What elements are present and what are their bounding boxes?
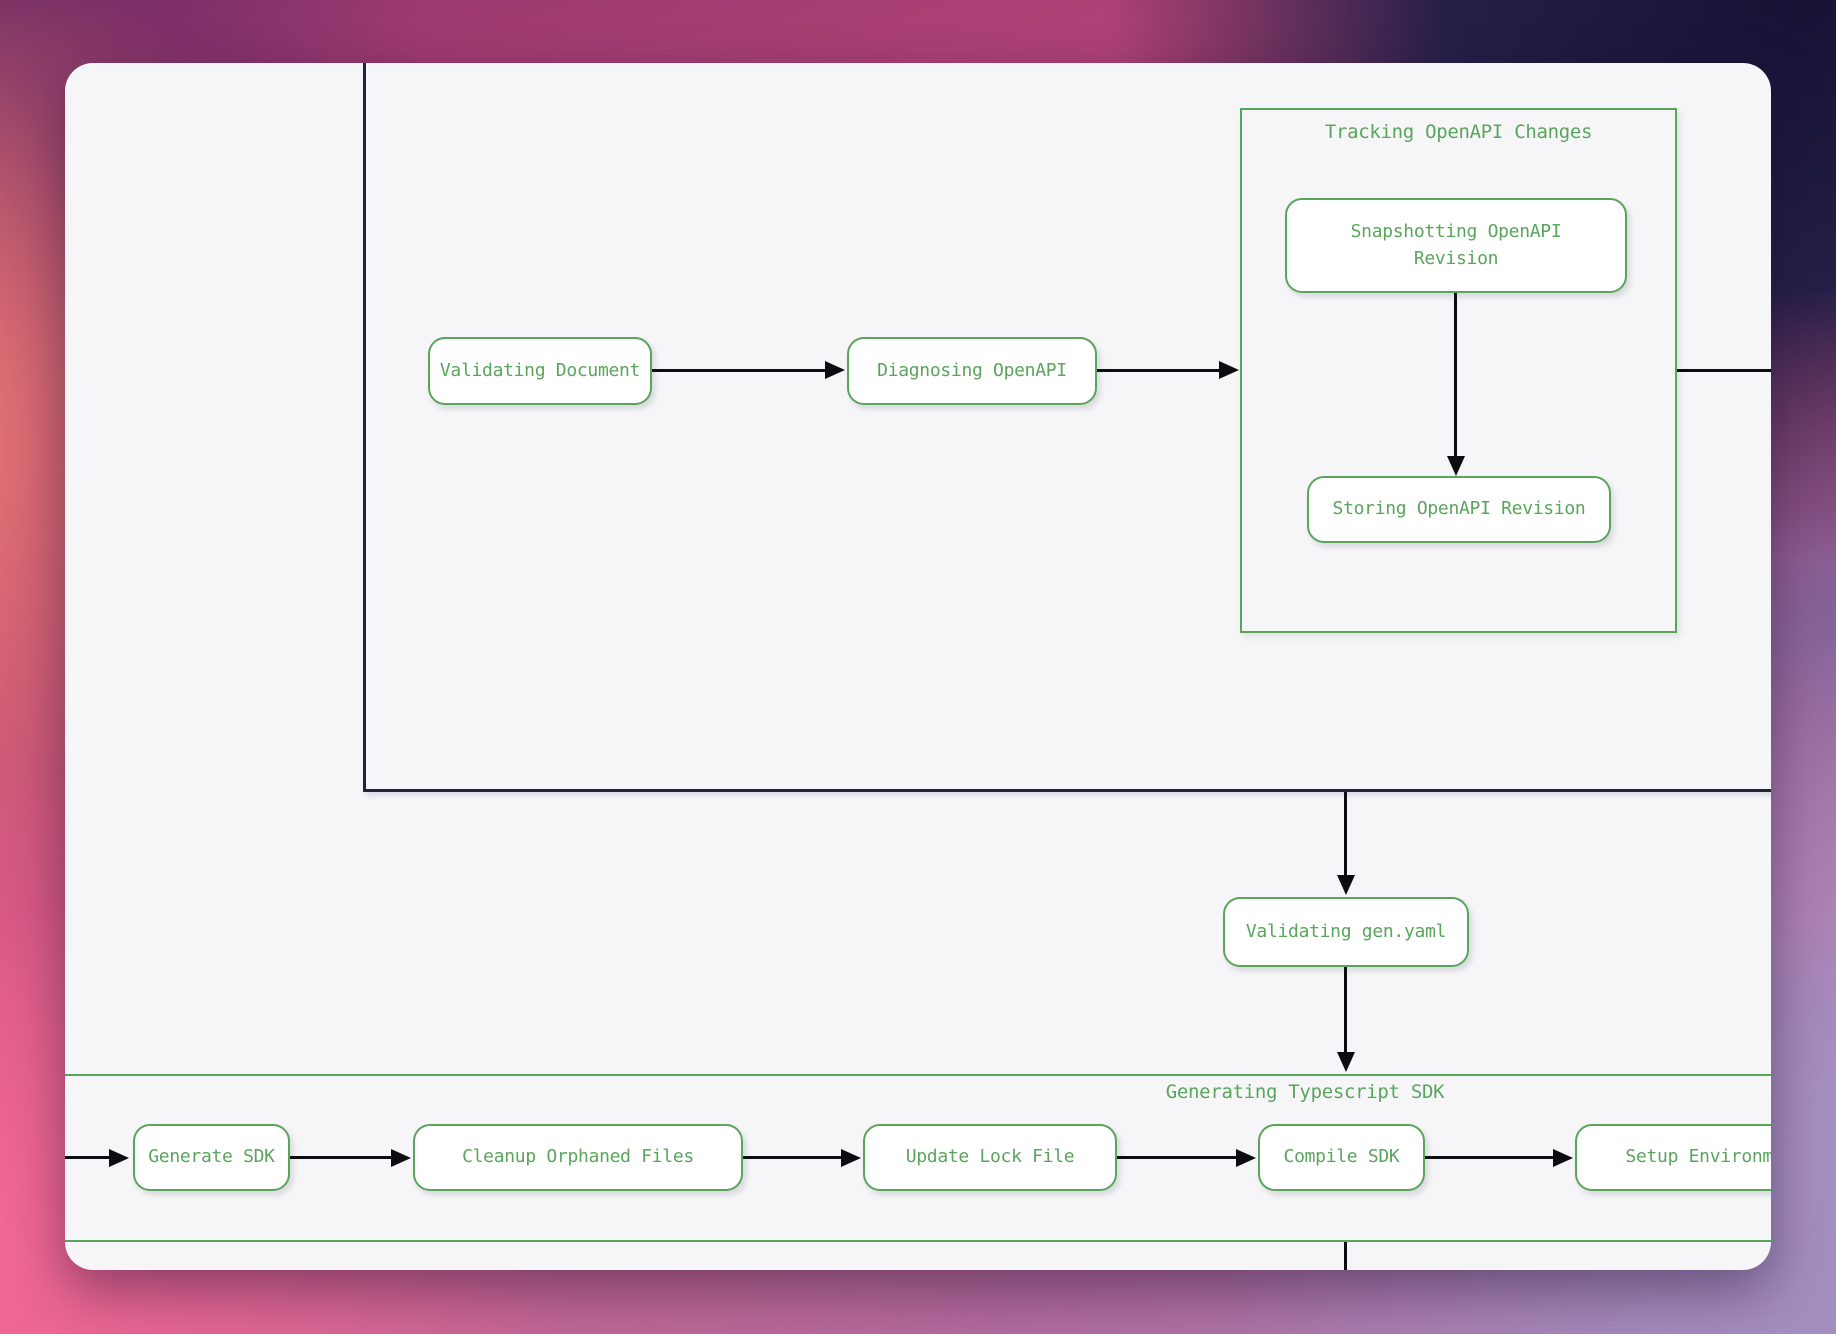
edge-cleanup-to-update	[743, 1156, 843, 1159]
arrowhead-entry-to-generate-sdk	[109, 1149, 129, 1167]
node-snapshotting-openapi-revision[interactable]: Snapshotting OpenAPI Revision	[1285, 198, 1627, 293]
edge-update-to-compile	[1117, 1156, 1238, 1159]
arrowhead-snapshotting-to-storing	[1447, 456, 1465, 476]
node-compile-sdk[interactable]: Compile SDK	[1258, 1124, 1425, 1191]
node-label: Generate SDK	[148, 1146, 275, 1168]
node-storing-openapi-revision[interactable]: Storing OpenAPI Revision	[1307, 476, 1611, 543]
group-title-tracking: Tracking OpenAPI Changes	[1324, 121, 1593, 143]
arrowhead-update-to-compile	[1236, 1149, 1256, 1167]
arrowhead-validating-to-diagnosing	[825, 361, 845, 379]
section-generating-typescript-sdk	[65, 1074, 1771, 1242]
node-label: Setup Environment	[1625, 1146, 1771, 1168]
node-label: Validating Document	[439, 359, 641, 381]
group-tracking-openapi-changes: Tracking OpenAPI Changes	[1240, 108, 1677, 633]
node-update-lock-file[interactable]: Update Lock File	[863, 1124, 1117, 1191]
workflow-canvas: Tracking OpenAPI Changes Generating Type…	[65, 63, 1771, 1270]
arrowhead-gen-yaml-to-sdk-section	[1337, 1052, 1355, 1072]
edge-compile-to-setup	[1425, 1156, 1555, 1159]
node-label: Update Lock File	[905, 1146, 1075, 1168]
arrowhead-group-to-validating-gen-yaml	[1337, 875, 1355, 895]
node-label: Storing OpenAPI Revision	[1332, 498, 1586, 520]
edge-tracking-exit-right	[1677, 369, 1771, 372]
edge-snapshotting-to-storing	[1454, 293, 1457, 456]
edge-diagnosing-to-tracking	[1097, 369, 1221, 372]
node-label: Snapshotting OpenAPI Revision	[1350, 221, 1562, 269]
edge-gen-yaml-to-sdk-section	[1344, 967, 1347, 1054]
node-label: Cleanup Orphaned Files	[462, 1146, 694, 1168]
edge-group-to-validating-gen-yaml	[1344, 792, 1347, 877]
node-cleanup-orphaned-files[interactable]: Cleanup Orphaned Files	[413, 1124, 743, 1191]
edge-entry-to-generate-sdk	[65, 1156, 111, 1159]
edge-section-exit-bottom	[1344, 1242, 1347, 1270]
node-setup-environment[interactable]: Setup Environment	[1575, 1124, 1771, 1191]
node-validating-document[interactable]: Validating Document	[428, 337, 652, 405]
node-label: Compile SDK	[1283, 1146, 1400, 1168]
workflow-group-outline	[363, 63, 1771, 792]
arrowhead-generate-to-cleanup	[391, 1149, 411, 1167]
node-diagnosing-openapi[interactable]: Diagnosing OpenAPI	[847, 337, 1097, 405]
node-generate-sdk[interactable]: Generate SDK	[133, 1124, 290, 1191]
arrowhead-diagnosing-to-tracking	[1219, 361, 1239, 379]
edge-generate-to-cleanup	[290, 1156, 393, 1159]
node-validating-gen-yaml[interactable]: Validating gen.yaml	[1223, 897, 1469, 967]
arrowhead-cleanup-to-update	[841, 1149, 861, 1167]
edge-validating-to-diagnosing	[652, 369, 827, 372]
node-label: Diagnosing OpenAPI	[877, 359, 1067, 381]
arrowhead-compile-to-setup	[1553, 1149, 1573, 1167]
node-label: Validating gen.yaml	[1245, 920, 1447, 942]
